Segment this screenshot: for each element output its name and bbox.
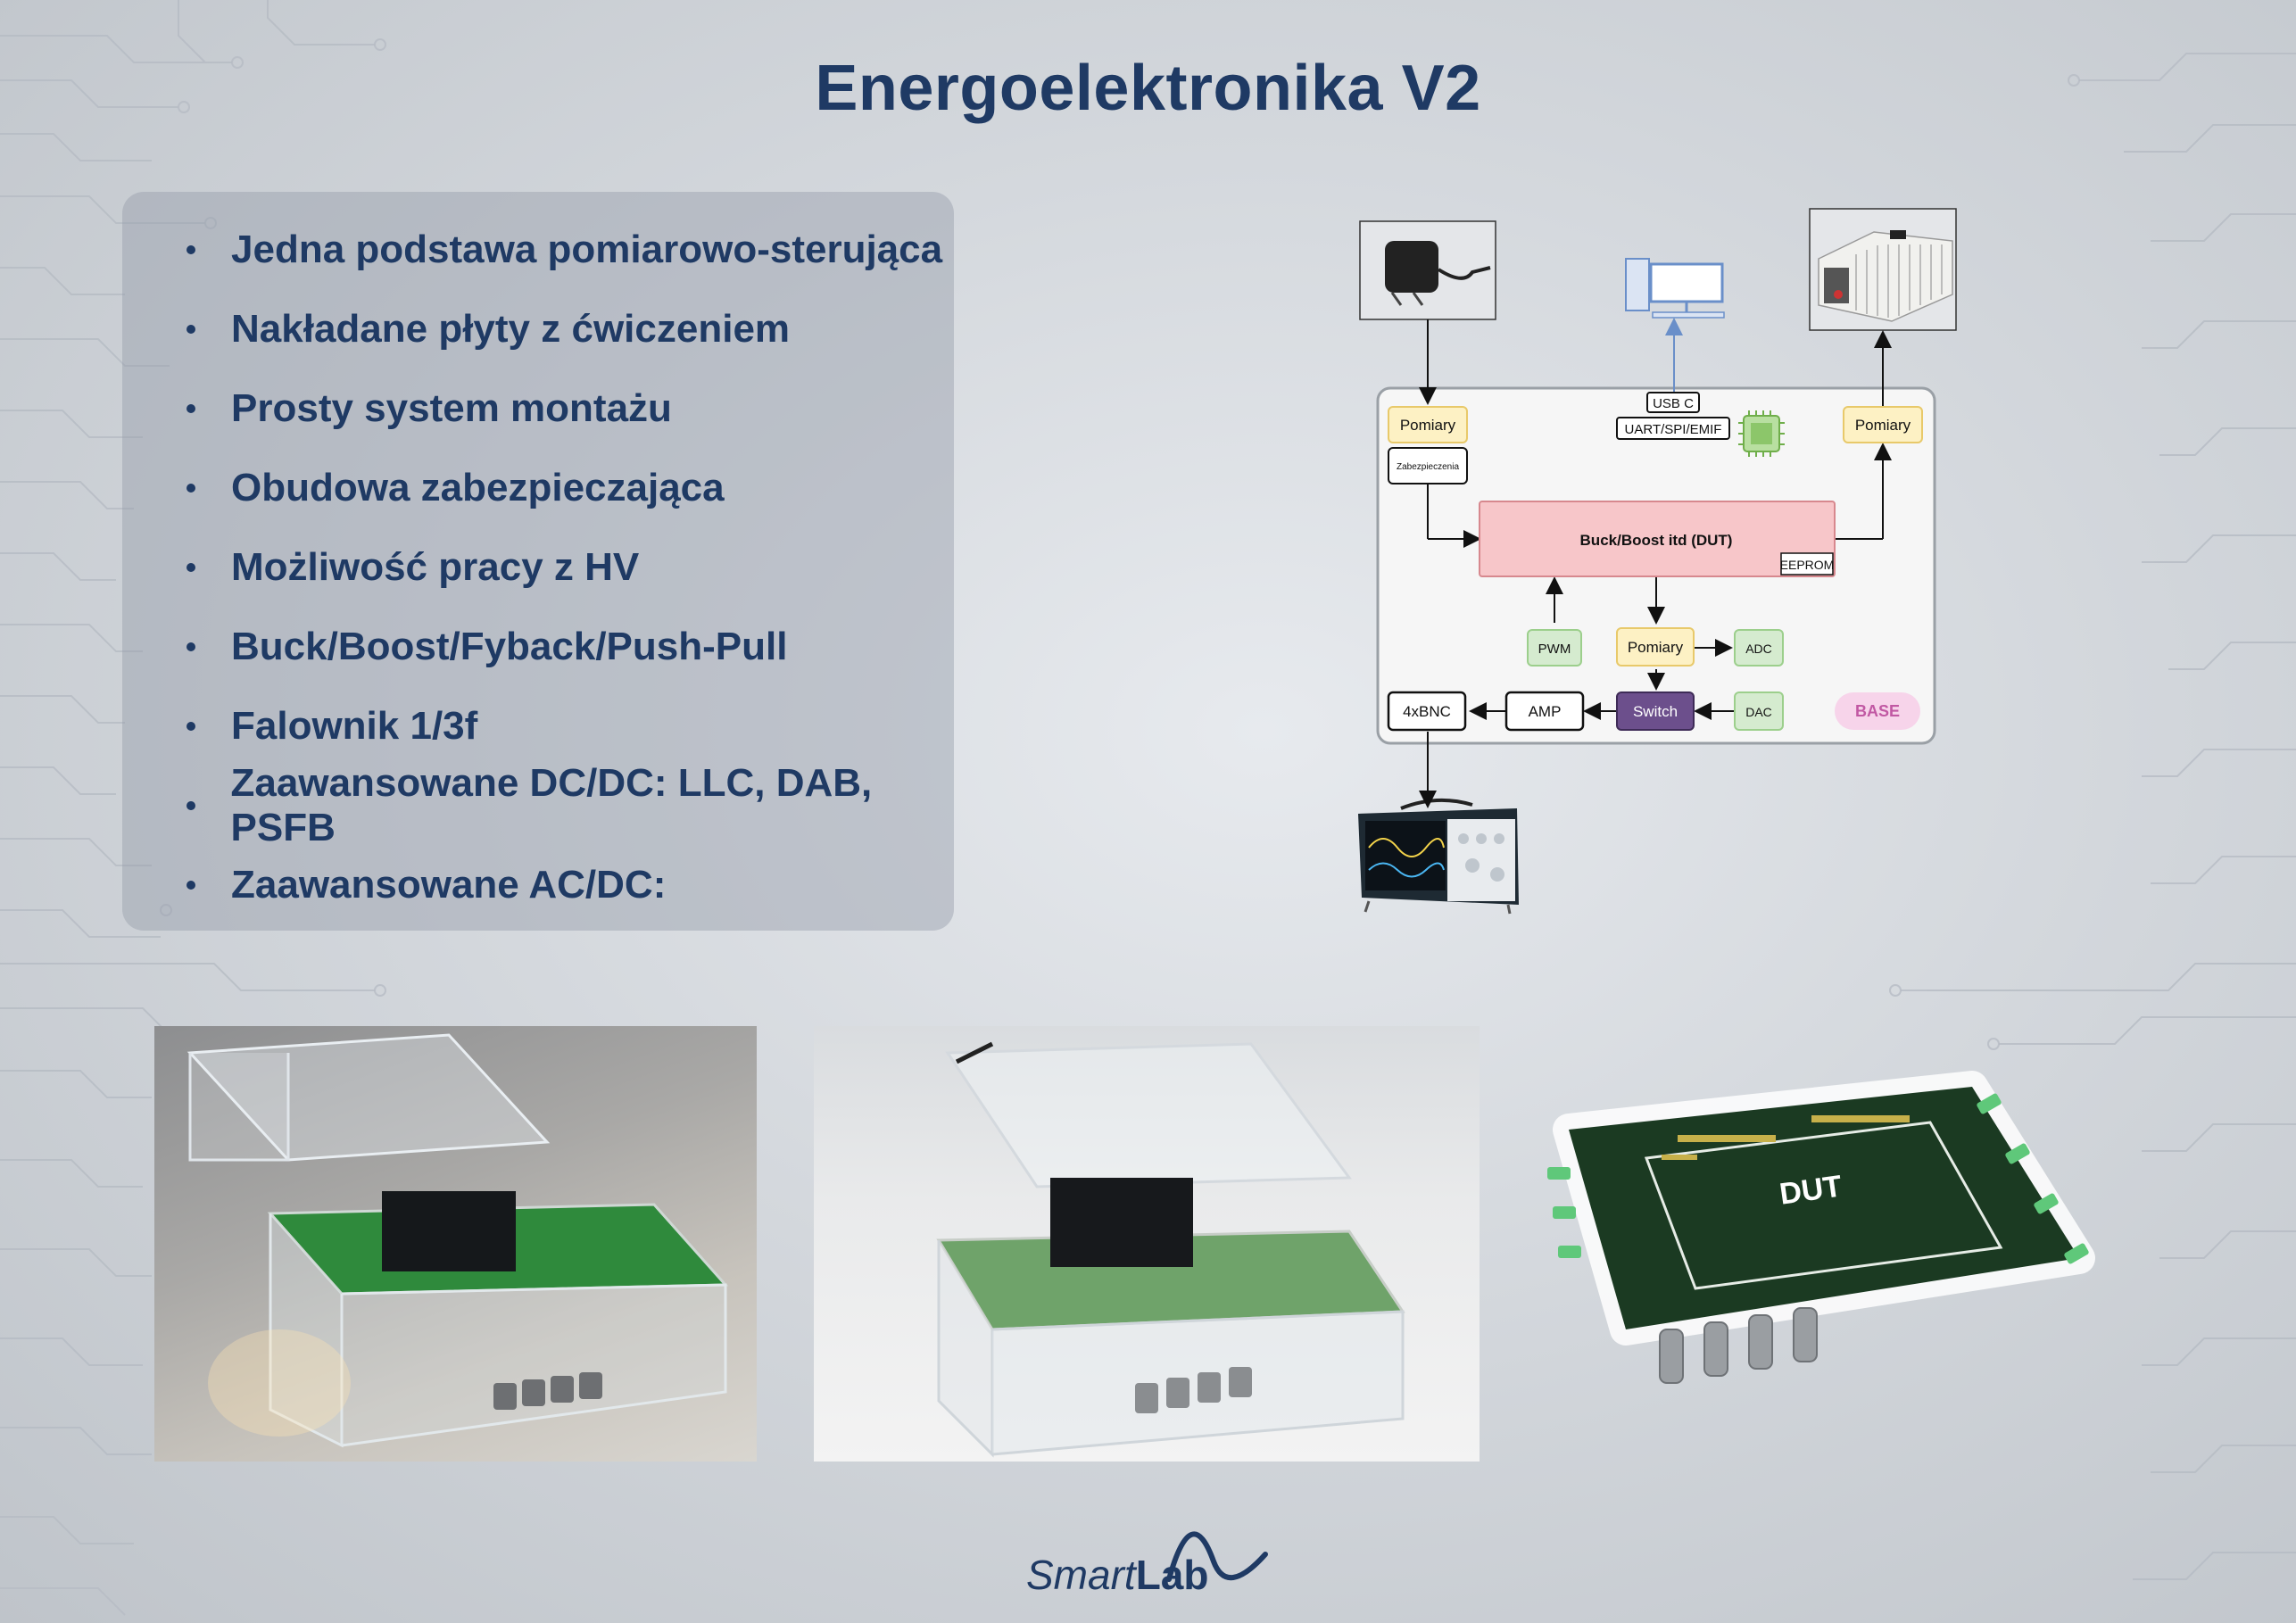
dac-label: DAC — [1745, 705, 1772, 719]
pcb-render: DUT — [1544, 1062, 2106, 1419]
bullet-dot — [186, 403, 195, 413]
bullet-dot — [186, 642, 195, 651]
pomiary-left-label: Pomiary — [1400, 417, 1456, 434]
uart-label: UART/SPI/EMIF — [1625, 422, 1722, 437]
enclosure-image — [186, 1033, 729, 1448]
oscilloscope-icon — [1358, 798, 1519, 915]
bullet-dot — [186, 244, 195, 254]
list-item: Zaawansowane DC/DC: LLC, DAB, PSFB — [158, 761, 954, 849]
dut-block-label: Buck/Boost itd (DUT) — [1580, 532, 1733, 549]
dut-board-image: DUT — [1547, 1071, 2095, 1384]
page-title: Energoelektronika V2 — [815, 53, 1481, 124]
zabezpieczenia-label: Zabezpieczenia — [1397, 462, 1459, 472]
list-item: Jedna podstawa pomiarowo-sterująca — [158, 210, 954, 289]
list-item: Prosty system montażu — [158, 368, 954, 448]
bullet-dot — [186, 800, 195, 810]
adc-label: ADC — [1745, 642, 1772, 656]
bullet-dot — [186, 562, 195, 572]
product-photo-2 — [814, 1026, 1480, 1462]
enclosure-render — [936, 1041, 1405, 1458]
microcontroller-icon — [1738, 410, 1785, 457]
bullet-dot — [186, 880, 195, 890]
list-item: Obudowa zabezpieczająca — [158, 448, 954, 527]
features-panel: Jedna podstawa pomiarowo-sterująca Nakła… — [122, 192, 954, 931]
amp-label: AMP — [1529, 703, 1562, 720]
block-diagram: USB C UART/SPI/EMIF Pomiary Zabezpieczen… — [1358, 208, 1957, 915]
power-adapter-icon — [1359, 220, 1496, 320]
bullet-dot — [186, 324, 195, 334]
pomiary-right-label: Pomiary — [1855, 417, 1911, 434]
list-item: Falownik 1/3f — [158, 686, 954, 766]
list-item: Zaawansowane AC/DC: — [158, 845, 954, 924]
product-photo-1 — [154, 1026, 757, 1462]
pomiary-mid-label: Pomiary — [1628, 639, 1684, 656]
computer-icon — [1625, 258, 1725, 319]
bnc-label: 4xBNC — [1403, 703, 1451, 720]
switch-label: Switch — [1633, 703, 1678, 720]
bullet-dot — [186, 483, 195, 493]
bullet-dot — [186, 721, 195, 731]
list-item: Możliwość pracy z HV — [158, 527, 954, 607]
feature-list: Jedna podstawa pomiarowo-sterująca Nakła… — [158, 210, 954, 924]
logo-smart: Smart — [1026, 1552, 1136, 1598]
eeprom-label: EEPROM — [1780, 558, 1835, 572]
list-item: Buck/Boost/Fyback/Push-Pull — [158, 607, 954, 686]
base-label: BASE — [1855, 702, 1900, 720]
pwm-label: PWM — [1538, 642, 1571, 657]
usb-label: USB C — [1653, 396, 1694, 411]
smartlab-wave-icon — [1166, 1531, 1268, 1582]
logo-lab: Lab — [1135, 1552, 1209, 1598]
list-item: Nakładane płyty z ćwiczeniem — [158, 289, 954, 368]
electronic-load-icon — [1809, 208, 1957, 331]
